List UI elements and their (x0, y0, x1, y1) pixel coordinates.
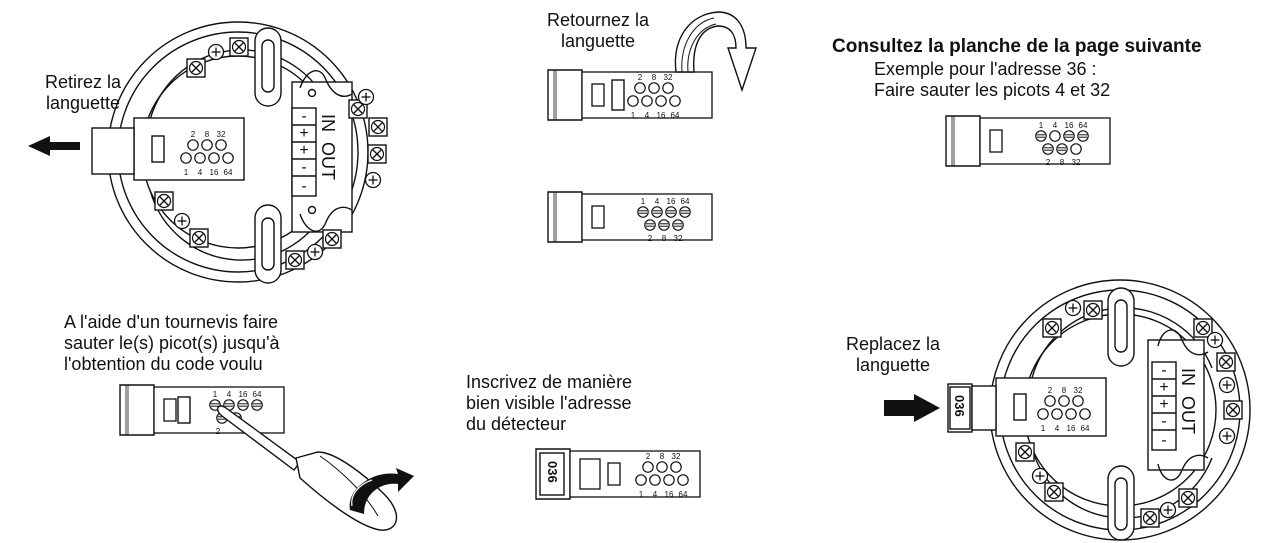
pin-label: 4 (645, 111, 650, 120)
pin-label: 4 (198, 168, 203, 177)
pin-label: 16 (1067, 424, 1076, 433)
pin-label: 16 (657, 111, 666, 120)
terminal-sign: + (299, 142, 308, 159)
terminal-sign: - (1161, 413, 1166, 430)
rotate-arrow-icon (674, 11, 757, 93)
detector-base-right: - + + - - IN OUT 2 8 32 1 4 16 64 036 (884, 279, 1251, 541)
in-label: IN (1178, 368, 1198, 386)
pin-label: 8 (652, 73, 657, 82)
terminal-sign: - (1161, 362, 1166, 379)
terminal-sign: - (1161, 432, 1166, 449)
caption-screwdriver: A l'aide d'un tournevis faire sauter le(… (64, 312, 280, 374)
caption-write-address: Inscrivez de manière bien visible l'adre… (466, 372, 633, 434)
pin-label: 4 (227, 390, 232, 399)
tab-flip-view: 2 8 32 1 4 16 64 (547, 69, 713, 121)
pin-label: 2 (648, 234, 653, 243)
pin-label: 4 (655, 197, 660, 206)
terminal-sign: + (1159, 396, 1168, 413)
pin-label: 1 (641, 197, 646, 206)
pin-label: 4 (1055, 424, 1060, 433)
pin-label: 1 (213, 390, 218, 399)
pin-label: 16 (239, 390, 248, 399)
out-label: OUT (1178, 396, 1198, 434)
pin-label: 1 (184, 168, 189, 177)
tab-example-36: 1 4 16 64 2 8 32 (945, 115, 1111, 167)
screwdriver-icon (216, 405, 414, 531)
pin-label: 16 (665, 490, 674, 499)
caption-consult-page: Consultez la planche de la page suivante (832, 36, 1202, 57)
in-label: IN (318, 114, 338, 132)
pin-label: 8 (660, 452, 665, 461)
pin-label: 2 (1048, 386, 1053, 395)
tab-screwdriver-step: 1 4 16 64 2 (119, 384, 285, 436)
pin-label: 4 (653, 490, 658, 499)
pin-label: 1 (639, 490, 644, 499)
pin-label: 8 (662, 234, 667, 243)
pin-label: 8 (1062, 386, 1067, 395)
pin-label: 16 (667, 197, 676, 206)
pin-label: 2 (191, 130, 196, 139)
pin-label: 64 (253, 390, 262, 399)
pin-label: 2 (638, 73, 643, 82)
caption-remove-tab: Retirez la languette (44, 72, 122, 113)
pin-label: 1 (631, 111, 636, 120)
detector-base-left: - + + - - IN OUT 2 8 32 1 4 16 64 (28, 21, 388, 284)
pin-label: 4 (1053, 121, 1058, 130)
pin-label: 2 (1046, 158, 1051, 167)
terminal-sign: + (299, 125, 308, 142)
pin-label: 16 (210, 168, 219, 177)
terminal-sign: + (1159, 379, 1168, 396)
terminal-sign: - (301, 159, 306, 176)
pin-label: 32 (217, 130, 226, 139)
caption-flip-tab: Retournez la languette (546, 10, 650, 51)
terminal-sign: - (301, 108, 306, 125)
pin-label: 16 (1065, 121, 1074, 130)
pin-label: 32 (664, 73, 673, 82)
pin-label: 2 (216, 427, 221, 436)
terminal-sign: - (301, 178, 306, 195)
caption-replace-tab: Replacez la languette (845, 334, 941, 375)
pin-label: 32 (1072, 158, 1081, 167)
caption-example-address: Exemple pour l'adresse 36 : Faire sauter… (874, 59, 1111, 100)
address-label: 036 (952, 395, 967, 417)
out-label: OUT (318, 142, 338, 180)
pin-label: 64 (1081, 424, 1090, 433)
pin-label: 2 (646, 452, 651, 461)
pin-label: 32 (674, 234, 683, 243)
pin-label: 8 (205, 130, 210, 139)
pin-label: 32 (1074, 386, 1083, 395)
pin-label: 32 (672, 452, 681, 461)
address-label: 036 (545, 461, 560, 483)
pin-label: 1 (1039, 121, 1044, 130)
pin-label: 8 (1060, 158, 1065, 167)
tab-with-address: 036 2 8 32 1 4 16 64 (535, 448, 701, 500)
pin-label: 1 (1041, 424, 1046, 433)
pin-label: 64 (679, 490, 688, 499)
pin-label: 64 (1079, 121, 1088, 130)
pin-label: 64 (681, 197, 690, 206)
pin-label: 64 (224, 168, 233, 177)
pin-label: 64 (671, 111, 680, 120)
tab-back-side: 1 4 16 64 2 8 32 (547, 191, 713, 243)
